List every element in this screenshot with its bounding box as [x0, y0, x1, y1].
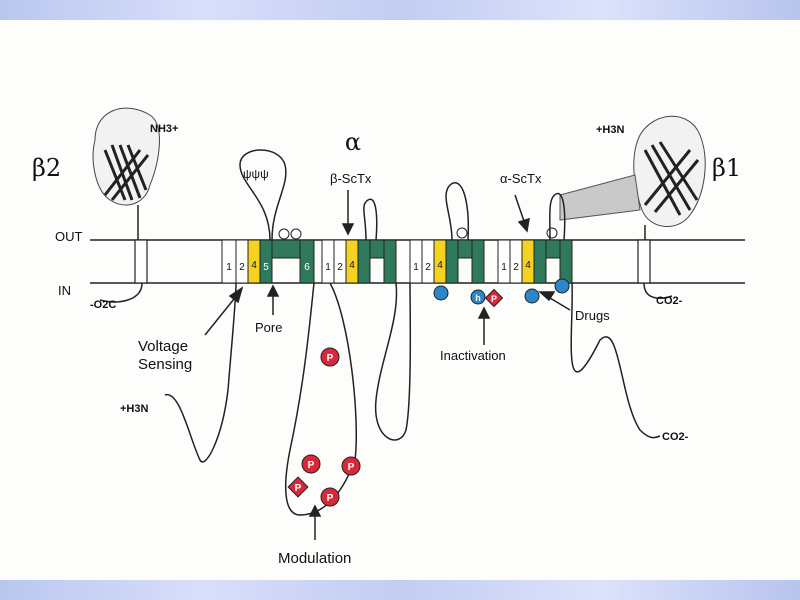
segment-number: 4: [349, 260, 355, 271]
segment-number: 6: [304, 262, 310, 273]
inactivation-label: Inactivation: [440, 348, 506, 363]
svg-text:P: P: [308, 460, 315, 471]
segment-number: 4: [525, 260, 531, 271]
domain-III: [409, 182, 485, 284]
phospho-marker: P: [484, 288, 504, 308]
phospho-marker: P: [287, 476, 309, 498]
c-terminus-loop: [570, 282, 661, 439]
segment-number: 5: [263, 262, 269, 273]
domain-II: [321, 198, 397, 284]
i-ii-linker-loop: [284, 282, 357, 516]
segment-number: 2: [513, 262, 519, 273]
svg-text:P: P: [348, 462, 355, 473]
svg-text:h: h: [475, 293, 481, 303]
segment-number: 4: [251, 260, 257, 271]
alpha-label: α: [345, 128, 361, 156]
beta2-c-terminus-label: -O2C: [90, 299, 116, 311]
phospho-marker: P: [320, 487, 340, 507]
phospho-marker: P: [301, 454, 321, 474]
alpha-c-terminus-label: CO2-: [662, 431, 689, 443]
beta1-n-terminus-label: +H3N: [596, 124, 624, 136]
segment-number: 2: [337, 262, 343, 273]
beta2-subunit: [92, 107, 160, 303]
segment-number: 2: [239, 262, 245, 273]
svg-text:P: P: [295, 483, 302, 494]
drugs-label: Drugs: [575, 308, 610, 323]
segment-number: 2: [425, 262, 431, 273]
out-label: OUT: [55, 229, 83, 244]
voltage-sensing-label-line2: Sensing: [138, 356, 192, 373]
domain-I: [221, 149, 315, 284]
drug-site-marker: [554, 278, 570, 294]
beta1-label: β1: [712, 154, 741, 182]
domain-IV: [497, 192, 573, 284]
modulation-label: Modulation: [278, 550, 351, 567]
svg-text:P: P: [491, 294, 497, 304]
inactivation-h-marker: h: [470, 289, 486, 305]
pore-label: Pore: [255, 320, 282, 335]
top-decorative-band: [0, 0, 800, 20]
segment-number: 4: [437, 260, 443, 271]
segment-number: 1: [325, 262, 331, 273]
alpha-n-terminus-label: +H3N: [120, 403, 148, 415]
alpha-sctx-label: α-ScTx: [500, 171, 542, 186]
phospho-marker: P: [320, 347, 340, 367]
phospho-marker: P: [341, 456, 361, 476]
drug-site-marker: [433, 285, 449, 301]
segment-number: 1: [501, 262, 507, 273]
beta-sctx-label: β-ScTx: [330, 171, 372, 186]
n-terminus-loop: [164, 282, 237, 463]
beta1-c-terminus-label: CO2-: [656, 295, 683, 307]
voltage-sensing-label-line1: Voltage: [138, 338, 188, 355]
segment-number: 1: [226, 262, 232, 273]
segment-number: 1: [413, 262, 419, 273]
ii-iii-linker-loop: [374, 282, 412, 441]
beta2-n-terminus-label: NH3+: [150, 123, 178, 135]
svg-text:P: P: [327, 493, 334, 504]
beta1-subunit: [559, 115, 706, 299]
glycosylation-label: ψψψ: [243, 167, 269, 181]
beta2-label: β2: [32, 154, 61, 182]
svg-text:P: P: [327, 353, 334, 364]
bottom-decorative-band: [0, 580, 800, 600]
in-label: IN: [58, 283, 71, 298]
drug-site-marker: [524, 288, 540, 304]
